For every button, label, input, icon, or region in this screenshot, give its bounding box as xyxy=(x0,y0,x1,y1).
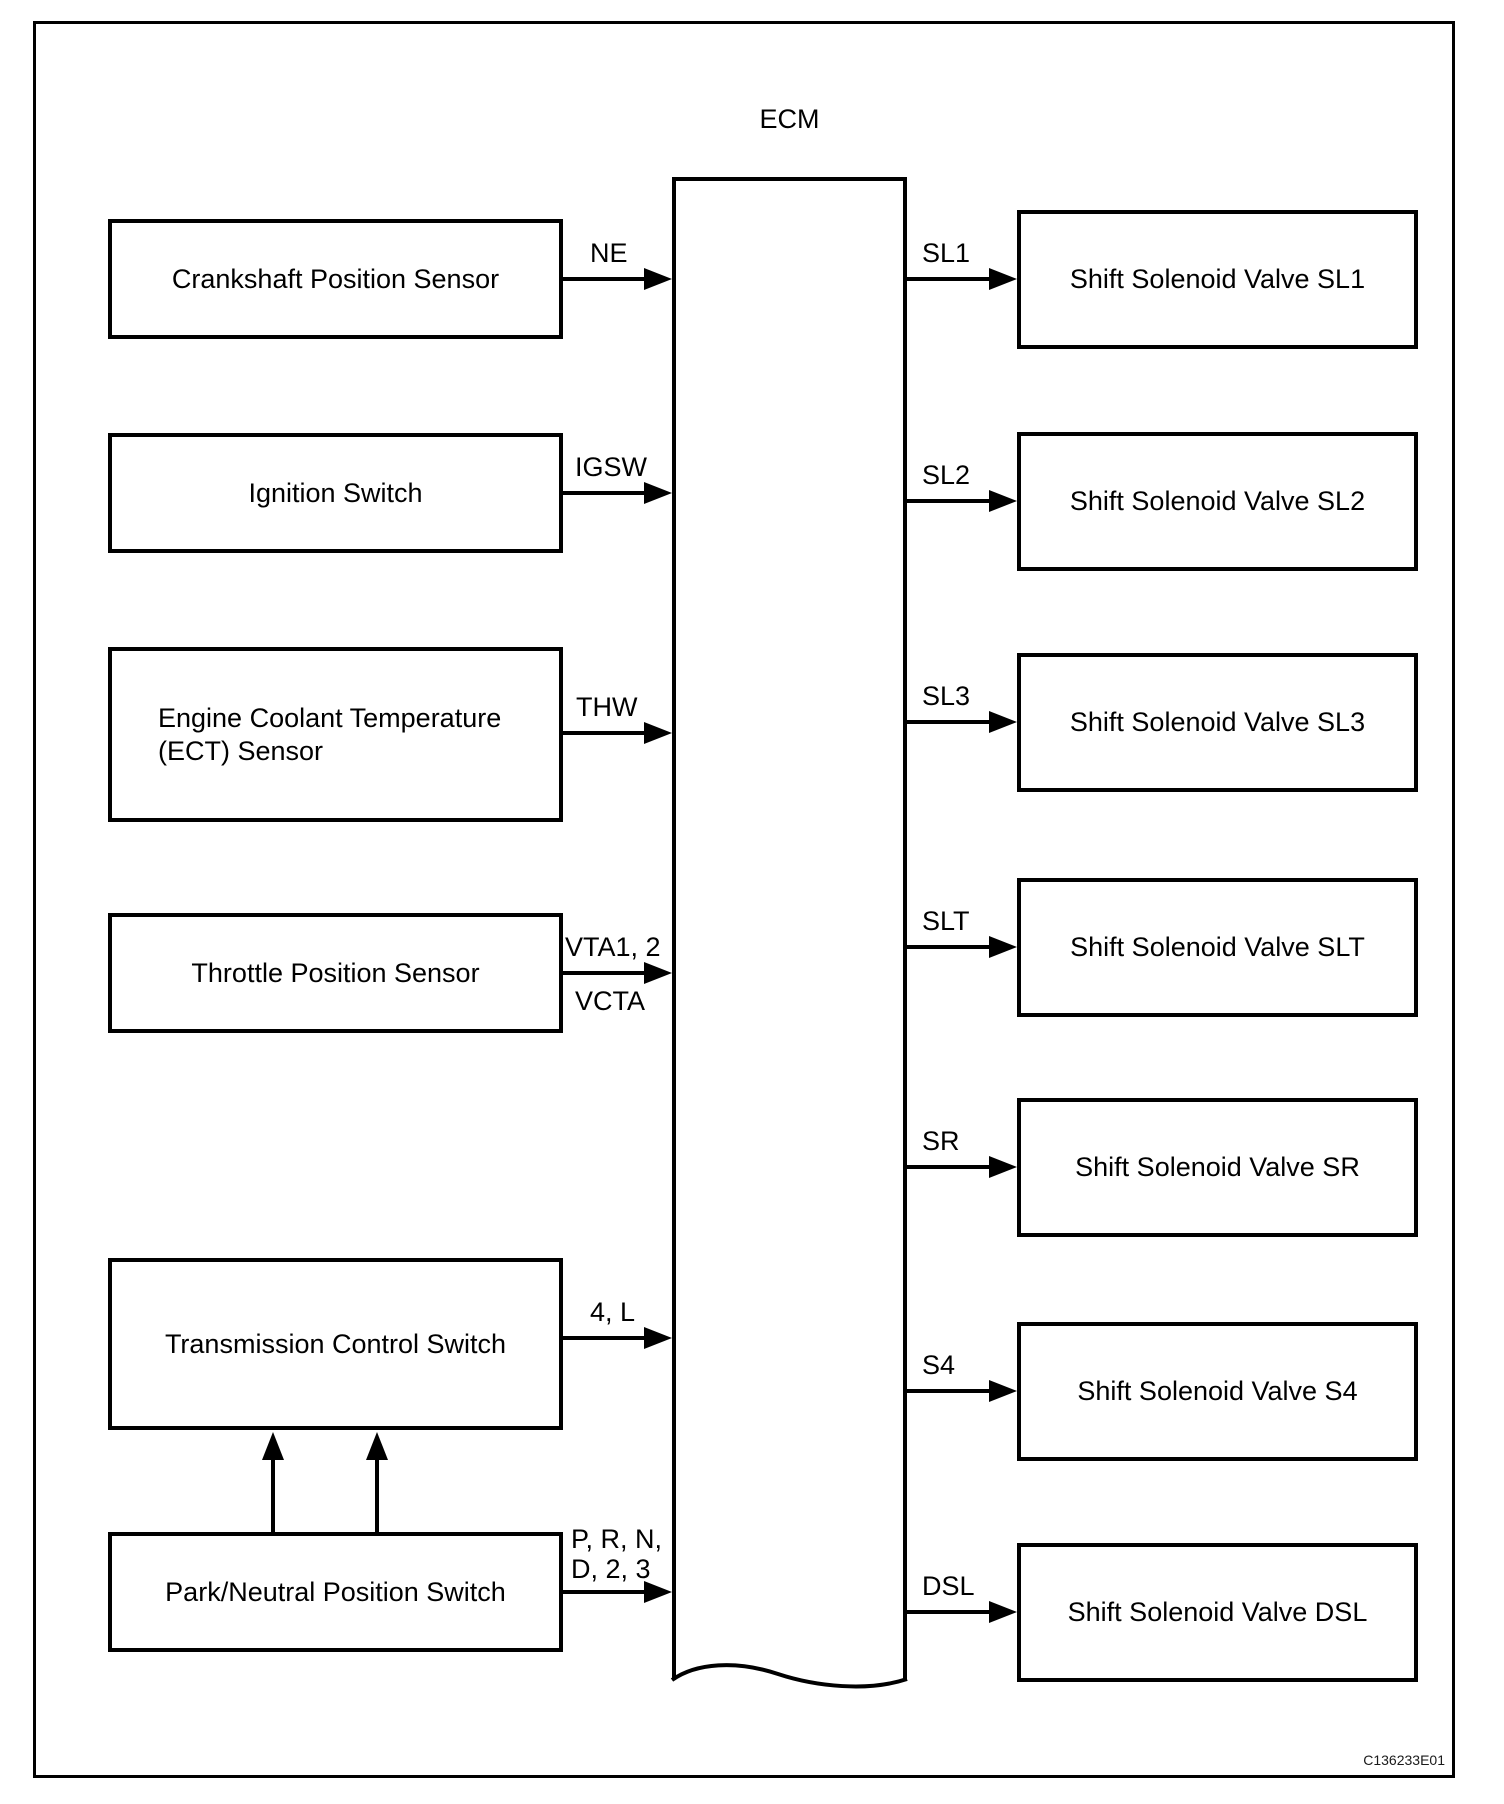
arrow-ne xyxy=(563,277,646,281)
signal-label-slt: SLT xyxy=(922,906,970,936)
input-box-transmission-control-switch: Transmission Control Switch xyxy=(108,1258,563,1430)
signal-label-vcta: VCTA xyxy=(575,986,646,1016)
output-label: Shift Solenoid Valve SL1 xyxy=(1069,264,1366,294)
output-label: Shift Solenoid Valve SL2 xyxy=(1069,486,1366,516)
signal-label-dsl: DSL xyxy=(922,1571,975,1601)
input-box-ignition-switch: Ignition Switch xyxy=(108,433,563,553)
arrowhead-dsl xyxy=(989,1601,1017,1623)
input-label: Ignition Switch xyxy=(248,477,423,508)
signal-label-prn: P, R, N,D, 2, 3 xyxy=(571,1524,663,1584)
input-label: Engine Coolant Temperature(ECT) Sensor xyxy=(158,702,502,766)
arrowhead-ne xyxy=(644,268,672,290)
signal-label-igsw: IGSW xyxy=(575,452,647,482)
up-arrowhead-1 xyxy=(262,1432,284,1460)
signal-label-sl2: SL2 xyxy=(922,460,971,490)
arrowhead-sl1 xyxy=(989,268,1017,290)
arrowhead-slt xyxy=(989,936,1017,958)
arrowhead-thw xyxy=(644,722,672,744)
ecm-box xyxy=(672,177,907,1680)
output-label: Shift Solenoid Valve DSL xyxy=(1067,1597,1368,1627)
arrow-sl2 xyxy=(907,499,991,503)
output-box-dsl: Shift Solenoid Valve DSL xyxy=(1017,1543,1418,1682)
input-label: Transmission Control Switch xyxy=(164,1328,507,1359)
input-box-crankshaft-position-sensor: Crankshaft Position Sensor xyxy=(108,219,563,339)
output-box-s4: Shift Solenoid Valve S4 xyxy=(1017,1322,1418,1461)
input-box-ect-sensor: Engine Coolant Temperature(ECT) Sensor xyxy=(108,647,563,822)
up-arrow-line-1 xyxy=(271,1456,275,1532)
arrowhead-4l xyxy=(644,1327,672,1349)
arrowhead-vta xyxy=(644,962,672,984)
arrow-sr xyxy=(907,1165,991,1169)
signal-label-sl1: SL1 xyxy=(922,238,971,268)
arrow-igsw xyxy=(563,491,646,495)
signal-label-4l: 4, L xyxy=(590,1297,636,1327)
up-arrowhead-2 xyxy=(366,1432,388,1460)
signal-label-vta: VTA1, 2 xyxy=(565,932,661,962)
arrow-slt xyxy=(907,945,991,949)
ecm-title: ECM xyxy=(759,104,820,134)
output-box-sl1: Shift Solenoid Valve SL1 xyxy=(1017,210,1418,349)
arrow-4l xyxy=(563,1336,646,1340)
arrow-thw xyxy=(563,731,646,735)
input-box-park-neutral-position-switch: Park/Neutral Position Switch xyxy=(108,1532,563,1652)
arrow-sl1 xyxy=(907,277,991,281)
signal-label-sl3: SL3 xyxy=(922,681,971,711)
arrow-vta xyxy=(563,971,646,975)
arrowhead-sr xyxy=(989,1156,1017,1178)
arrow-dsl xyxy=(907,1610,991,1614)
ecm-torn-edge xyxy=(670,1663,908,1689)
arrow-sl3 xyxy=(907,720,991,724)
output-label: Shift Solenoid Valve SL3 xyxy=(1069,707,1366,737)
arrowhead-igsw xyxy=(644,482,672,504)
signal-label-sr: SR xyxy=(922,1126,960,1156)
diagram-frame xyxy=(33,21,1455,1778)
up-arrow-line-2 xyxy=(375,1456,379,1532)
arrowhead-sl2 xyxy=(989,490,1017,512)
output-box-sl2: Shift Solenoid Valve SL2 xyxy=(1017,432,1418,571)
signal-label-ne: NE xyxy=(590,238,628,268)
arrowhead-prn xyxy=(644,1581,672,1603)
input-box-throttle-position-sensor: Throttle Position Sensor xyxy=(108,913,563,1033)
figure-code: C136233E01 xyxy=(1363,1752,1445,1768)
output-box-sr: Shift Solenoid Valve SR xyxy=(1017,1098,1418,1237)
input-label: Throttle Position Sensor xyxy=(191,957,480,988)
signal-label-s4: S4 xyxy=(922,1350,956,1380)
output-box-slt: Shift Solenoid Valve SLT xyxy=(1017,878,1418,1017)
signal-label-thw: THW xyxy=(576,692,638,722)
arrow-prn xyxy=(563,1590,646,1594)
output-label: Shift Solenoid Valve S4 xyxy=(1077,1376,1358,1406)
output-label: Shift Solenoid Valve SR xyxy=(1075,1152,1360,1182)
arrow-s4 xyxy=(907,1389,991,1393)
input-label: Crankshaft Position Sensor xyxy=(171,263,500,294)
arrowhead-s4 xyxy=(989,1380,1017,1402)
output-label: Shift Solenoid Valve SLT xyxy=(1070,932,1365,962)
input-label: Park/Neutral Position Switch xyxy=(165,1576,506,1607)
output-box-sl3: Shift Solenoid Valve SL3 xyxy=(1017,653,1418,792)
arrowhead-sl3 xyxy=(989,711,1017,733)
